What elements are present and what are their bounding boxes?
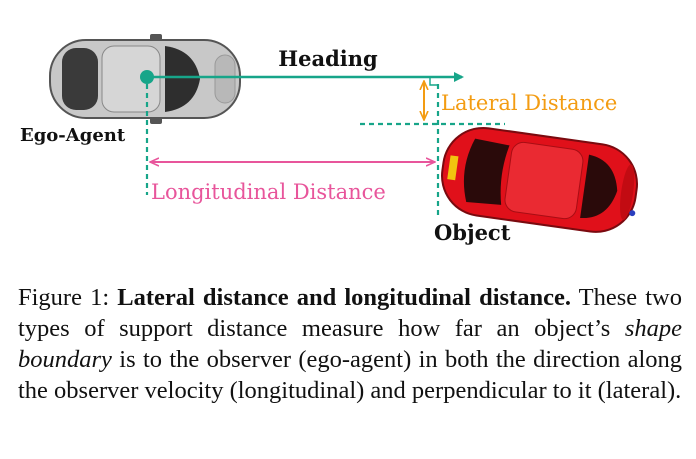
- lateral-label: Lateral Distance: [441, 91, 617, 115]
- figure-caption: Figure 1: Lateral distance and longitudi…: [18, 282, 682, 406]
- diagram: Heading Ego-Agent Lateral Distance Longi…: [20, 34, 639, 245]
- object-car: [441, 126, 639, 233]
- object-label: Object: [434, 220, 511, 245]
- caption-emphasis: shape boundary: [18, 315, 682, 373]
- caption-body-2: is to the observer (ego-agent) in both t…: [18, 346, 682, 404]
- caption-prefix: Figure 1:: [18, 284, 118, 311]
- ego-agent-label: Ego-Agent: [20, 125, 126, 146]
- caption-body-1: These two types of support distance meas…: [18, 284, 682, 342]
- ego-center-dot: [140, 70, 154, 84]
- right-angle-mark: [429, 77, 438, 86]
- heading-label: Heading: [278, 46, 378, 71]
- longitudinal-label: Longitudinal Distance: [151, 180, 386, 204]
- caption-title: Lateral distance and longitudinal distan…: [117, 284, 571, 311]
